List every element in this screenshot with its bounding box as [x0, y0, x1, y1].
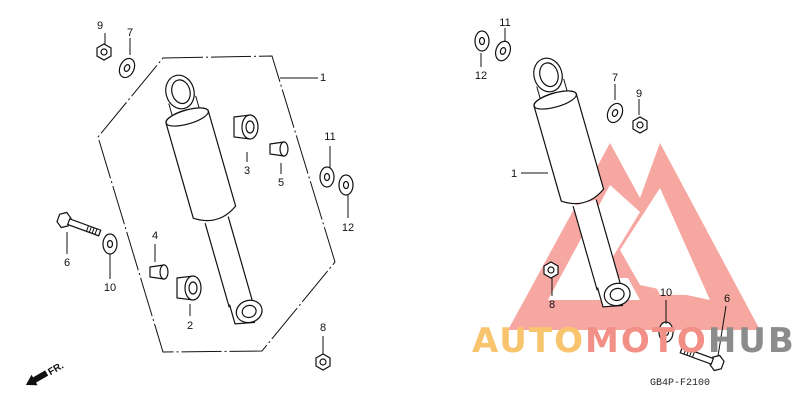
collar-5 [269, 141, 289, 157]
nut-9 [632, 116, 648, 134]
callout-8: 8 [549, 299, 555, 311]
callout-1: 1 [511, 168, 517, 180]
bolt-6 [55, 209, 104, 242]
right-assembly: 11 12 7 9 1 8 10 6 GB4P-F2100 [474, 17, 730, 389]
callout-5: 5 [278, 177, 284, 189]
watermark-triangle-outer [508, 143, 760, 330]
left-assembly: 9 7 1 3 5 11 12 4 6 10 2 8 FR. [25, 20, 354, 386]
washer-11 [319, 166, 335, 188]
callout-10: 10 [660, 287, 672, 299]
nut-8 [543, 261, 559, 279]
callout-12: 12 [475, 70, 487, 82]
watermark-moto: MOTO [585, 321, 708, 361]
front-direction-arrow-icon: FR. [25, 360, 66, 386]
watermark-auto: AUTO [472, 321, 585, 361]
watermark-text: AUTOMOTOHUB [472, 321, 796, 361]
washer-11 [492, 38, 514, 64]
assembly-outline [97, 55, 336, 353]
callout-3: 3 [244, 165, 250, 177]
drawing-code: GB4P-F2100 [650, 378, 710, 389]
callout-7: 7 [127, 27, 133, 39]
callout-9: 9 [636, 88, 642, 100]
collar-4 [149, 264, 169, 280]
callout-12: 12 [342, 222, 354, 234]
callout-6: 6 [64, 257, 70, 269]
washer-12 [338, 174, 354, 196]
callout-7: 7 [612, 72, 618, 84]
callout-2: 2 [187, 320, 193, 332]
shock-absorber [153, 68, 269, 332]
bushing-3 [233, 114, 259, 140]
callout-11: 11 [499, 17, 510, 29]
watermark-logo [508, 143, 760, 330]
callout-9: 9 [97, 20, 103, 32]
callout-11: 11 [324, 131, 335, 143]
callout-4: 4 [152, 230, 158, 242]
washer-12 [474, 30, 490, 52]
washer-10 [102, 233, 118, 255]
front-direction-label: FR. [46, 360, 66, 378]
washer-7 [115, 55, 139, 81]
watermark-hub: HUB [708, 321, 796, 361]
callout-6: 6 [724, 293, 730, 305]
bushing-2 [176, 275, 202, 301]
callout-1: 1 [320, 72, 326, 84]
callout-8: 8 [320, 322, 326, 334]
nut-8 [315, 353, 331, 371]
nut-9 [96, 43, 112, 61]
washer-7 [603, 100, 627, 126]
callout-10: 10 [104, 282, 116, 294]
